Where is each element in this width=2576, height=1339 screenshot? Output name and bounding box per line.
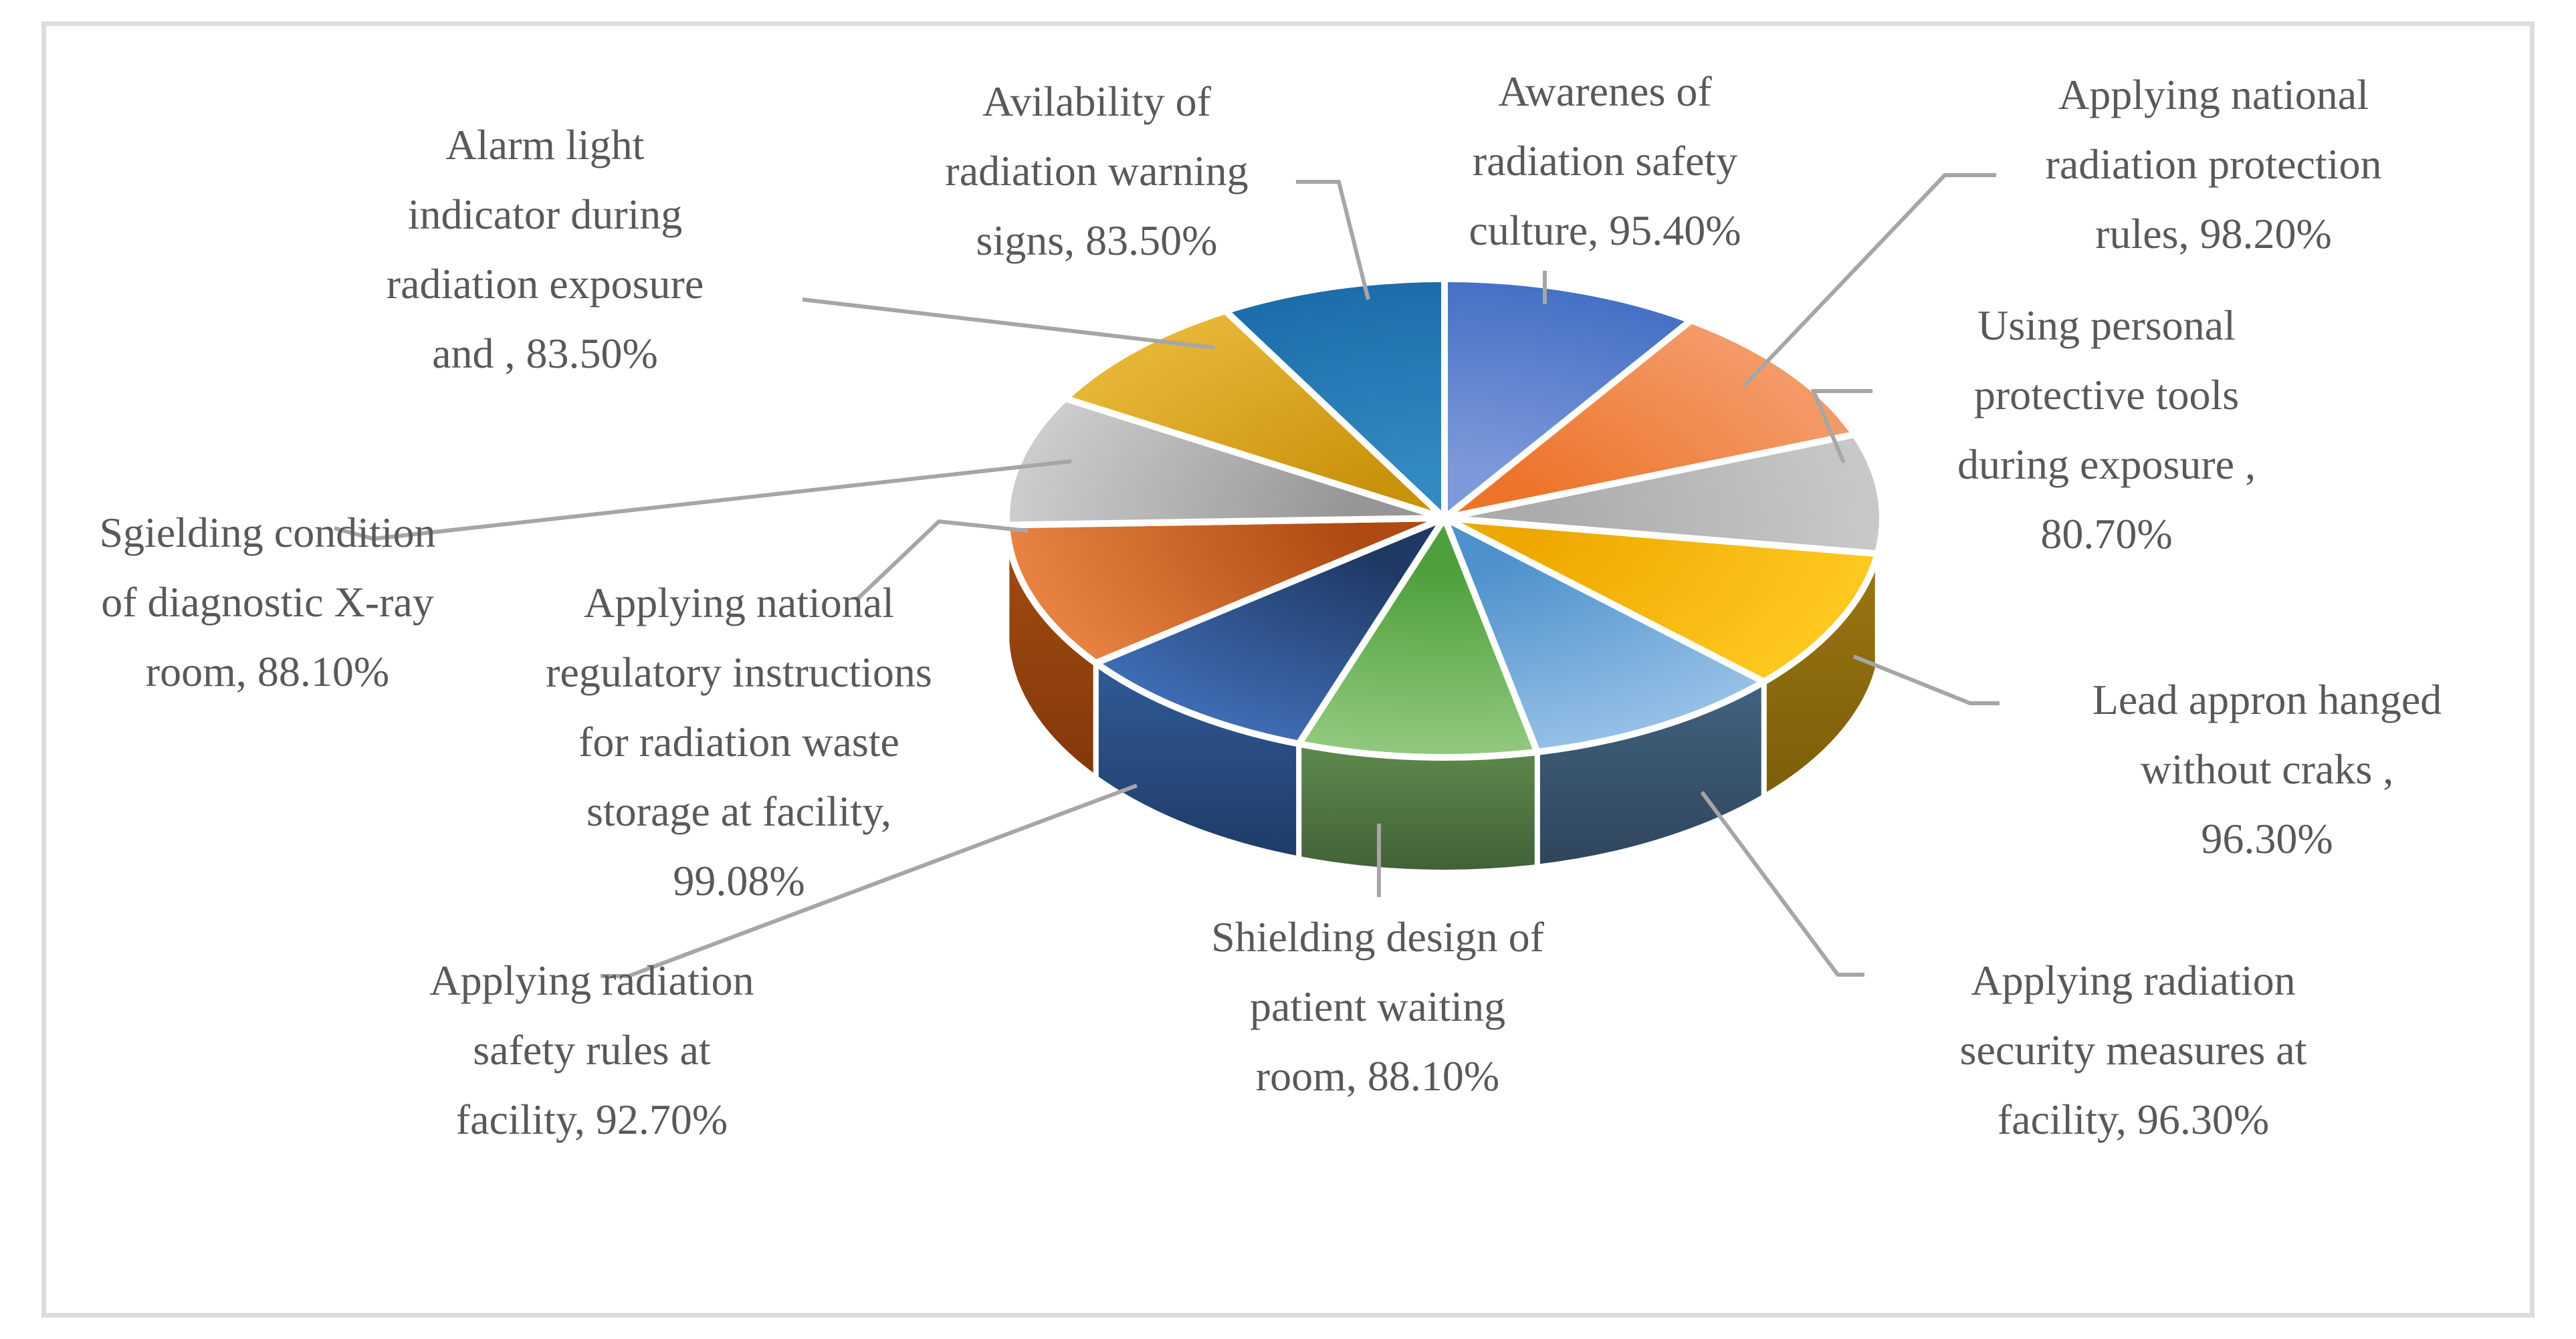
leader-line-1: [1742, 173, 1996, 388]
pie-slice-side-5: [1296, 741, 1540, 875]
slice-label-line: Applying national: [584, 579, 894, 626]
slice-label-line: Awarenes of: [1498, 68, 1712, 115]
slice-label-line: 96.30%: [2201, 815, 2333, 862]
slice-label-line: Shielding design of: [1211, 913, 1544, 961]
slice-label-line: indicator during: [407, 191, 683, 238]
slice-label-8: Sgielding condition of diagnostic X-ray ro…: [0, 498, 635, 707]
slice-label-line: culture, 95.40%: [1469, 207, 1741, 254]
slice-label-line: radiation safety: [1472, 137, 1738, 185]
slice-label-7: Applying national regulatory instructions…: [371, 568, 1107, 916]
slice-label-line: room, 88.10%: [1255, 1052, 1500, 1100]
slice-label-line: Applying radiation: [1971, 957, 2296, 1004]
slice-label-line: 80.70%: [2040, 510, 2173, 558]
slice-label-line: Applying radiation: [429, 957, 754, 1004]
slice-label-line: Applying national: [2058, 71, 2369, 118]
slice-label-line: radiation warning: [945, 147, 1249, 195]
slice-label-line: regulatory instructions: [546, 648, 932, 696]
slice-label-line: 99.08%: [673, 857, 805, 904]
slice-label-line: protective tools: [1973, 371, 2240, 418]
leader-line-10: [1296, 180, 1370, 300]
leader-line-4: [1700, 791, 1864, 977]
slice-label-line: security measures at: [1959, 1026, 2307, 1074]
slice-label-line: for radiation waste: [578, 718, 899, 765]
pie-slice-1: [1441, 317, 1858, 521]
slice-label-line: storage at facility,: [586, 787, 892, 835]
pie-slice-4: [1441, 515, 1767, 755]
pie-side-walls: [1004, 515, 1885, 875]
slice-label-line: Sgielding condition: [99, 509, 436, 556]
slice-label-1: Applying national radiation protection rul…: [1846, 60, 2576, 269]
pie-slice-3: [1441, 515, 1881, 685]
slice-label-line: Using personal: [1977, 301, 2236, 349]
pie-slice-10: [1222, 275, 1448, 521]
slice-label-5: Shielding design of patient waiting room, …: [1010, 902, 1745, 1111]
slice-label-line: radiation exposure: [386, 260, 704, 308]
leader-line-7: [854, 519, 1029, 602]
slice-label-line: patient waiting: [1249, 983, 1506, 1030]
slice-label-3: Lead appron hanged without craks , 96.30%: [1899, 665, 2576, 874]
slice-label-line: signs, 83.50%: [976, 217, 1218, 264]
slice-label-line: of diagnostic X-ray: [101, 578, 434, 626]
slice-label-line: room, 88.10%: [145, 648, 390, 695]
pie-top-faces: [1003, 275, 1886, 761]
leader-line-3: [1852, 654, 2000, 705]
slice-label-line: facility, 92.70%: [455, 1096, 728, 1143]
pie-slice-9: [1061, 307, 1448, 521]
slice-label-line: during exposure ,: [1957, 441, 2256, 488]
pie-slice-8: [1003, 395, 1448, 529]
pie-slice-5: [1295, 515, 1541, 761]
slice-label-line: rules, 98.20%: [2095, 210, 2332, 257]
slice-label-6: Applying radiation safety rules at facilit…: [224, 946, 960, 1154]
leader-line-2: [1810, 389, 1872, 464]
slice-label-10: Avilability of radiation warning signs, 83…: [729, 67, 1465, 275]
leader-line-9: [802, 297, 1215, 350]
pie-slice-7: [1003, 515, 1448, 666]
leader-line-8: [334, 459, 1072, 541]
slice-label-line: radiation protection: [2045, 140, 2382, 188]
leader-line-6: [601, 783, 1138, 978]
slice-label-4: Applying radiation security measures at fa…: [1765, 946, 2501, 1154]
slice-label-line: Alarm light: [445, 121, 645, 168]
slice-label-0: Awarenes of radiation safety culture, 95.4…: [1237, 57, 1973, 265]
slice-label-9: Alarm light indicator during radiation exp…: [177, 110, 913, 388]
slice-label-line: Lead appron hanged: [2092, 676, 2442, 723]
slice-label-line: safety rules at: [473, 1026, 711, 1074]
slice-label-line: without craks ,: [2140, 745, 2394, 793]
slice-label-line: and , 83.50%: [432, 330, 658, 377]
slice-label-line: Avilability of: [982, 78, 1211, 125]
pie-slice-0: [1441, 275, 1695, 521]
slice-label-2: Using personal protective tools during exp…: [1739, 291, 2474, 569]
pie-slice-6: [1092, 515, 1448, 747]
leader-lines: [334, 173, 2000, 978]
slice-label-line: facility, 96.30%: [1997, 1096, 2270, 1143]
